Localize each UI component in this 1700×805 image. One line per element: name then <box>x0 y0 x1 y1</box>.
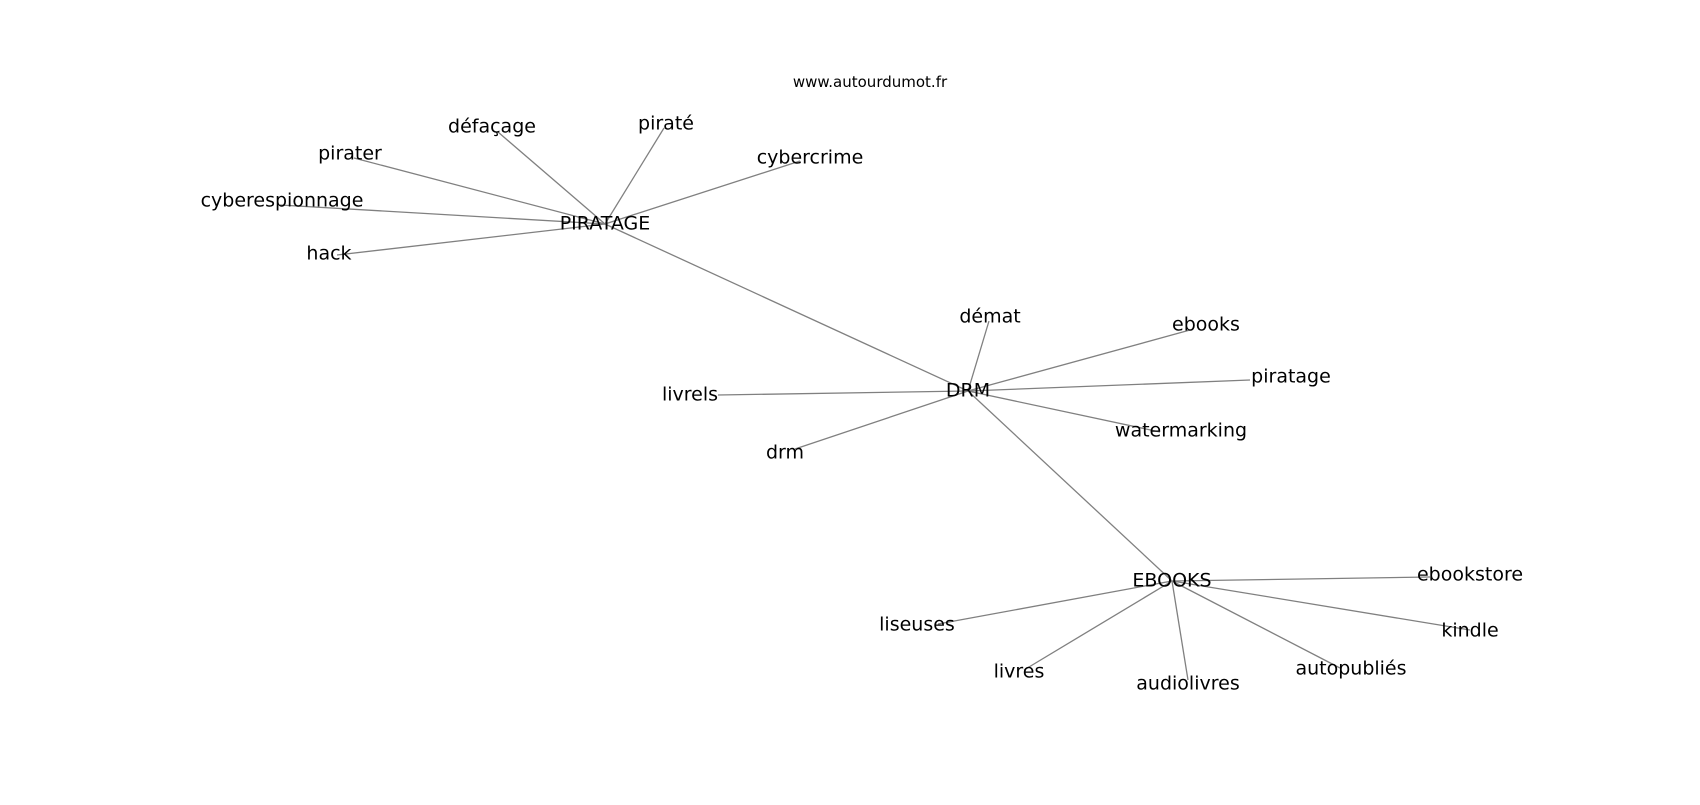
site-url-label: www.autourdumot.fr <box>793 73 948 91</box>
node-label-pirate: piraté <box>638 113 694 135</box>
edge-ebooks-autopublies <box>1171 580 1341 669</box>
node-label-kindle: kindle <box>1441 620 1498 642</box>
edge-ebooks-audiolivres <box>1171 580 1189 681</box>
edge-drm-watermarking <box>967 390 1161 433</box>
node-label-ebooks: ebooks <box>1172 314 1240 336</box>
edge-drm-demat <box>967 320 990 392</box>
edge-piratage-drm <box>604 223 969 392</box>
edge-drm-ebooks <box>967 329 1191 392</box>
edge-ebooks-kindle <box>1171 580 1471 631</box>
hub-label-piratage: PIRATAGE <box>560 213 651 235</box>
edge-piratage-cybercrime <box>604 160 801 225</box>
graph-edges <box>279 127 1471 681</box>
hub-label-drm: DRM <box>946 380 990 402</box>
node-label-piratage: piratage <box>1251 366 1331 388</box>
graph-labels: défaçage piraté cybercrime pirater cyberespi… <box>201 113 1523 695</box>
edge-piratage-hack <box>336 223 606 256</box>
node-label-demat: démat <box>959 306 1020 328</box>
edge-piratage-pirate <box>604 127 665 225</box>
node-label-cyberespionnage: cyberespionnage <box>201 190 364 212</box>
hub-label-ebooks: EBOOKS <box>1132 570 1211 592</box>
edge-piratage-cyberespionnage <box>279 204 606 225</box>
node-label-watermarking: watermarking <box>1115 420 1247 442</box>
edge-piratage-pirater <box>353 157 606 225</box>
edge-drm-livrels <box>717 390 969 396</box>
node-label-defacage: défaçage <box>448 116 536 138</box>
edge-ebooks-ebookstore <box>1171 576 1431 582</box>
node-label-ebookstore: ebookstore <box>1417 564 1523 586</box>
node-label-pirater: pirater <box>318 143 382 165</box>
node-label-autopublies: autopubliés <box>1295 658 1406 680</box>
node-label-livrels: livrels <box>662 384 718 406</box>
edge-drm-drm <box>794 390 969 450</box>
node-label-liseuses: liseuses <box>879 614 955 636</box>
node-label-livres: livres <box>994 661 1045 683</box>
edge-ebooks-livres <box>1023 580 1173 671</box>
node-label-hack: hack <box>306 243 351 265</box>
edge-drm-piratage <box>967 379 1251 392</box>
node-label-cybercrime: cybercrime <box>757 147 864 169</box>
node-label-audiolivres: audiolivres <box>1136 673 1239 695</box>
node-label-drm: drm <box>766 442 804 464</box>
edge-ebooks-liseuses <box>937 580 1173 625</box>
edge-drm-ebooks <box>967 390 1173 582</box>
edge-piratage-defacage <box>497 131 606 225</box>
